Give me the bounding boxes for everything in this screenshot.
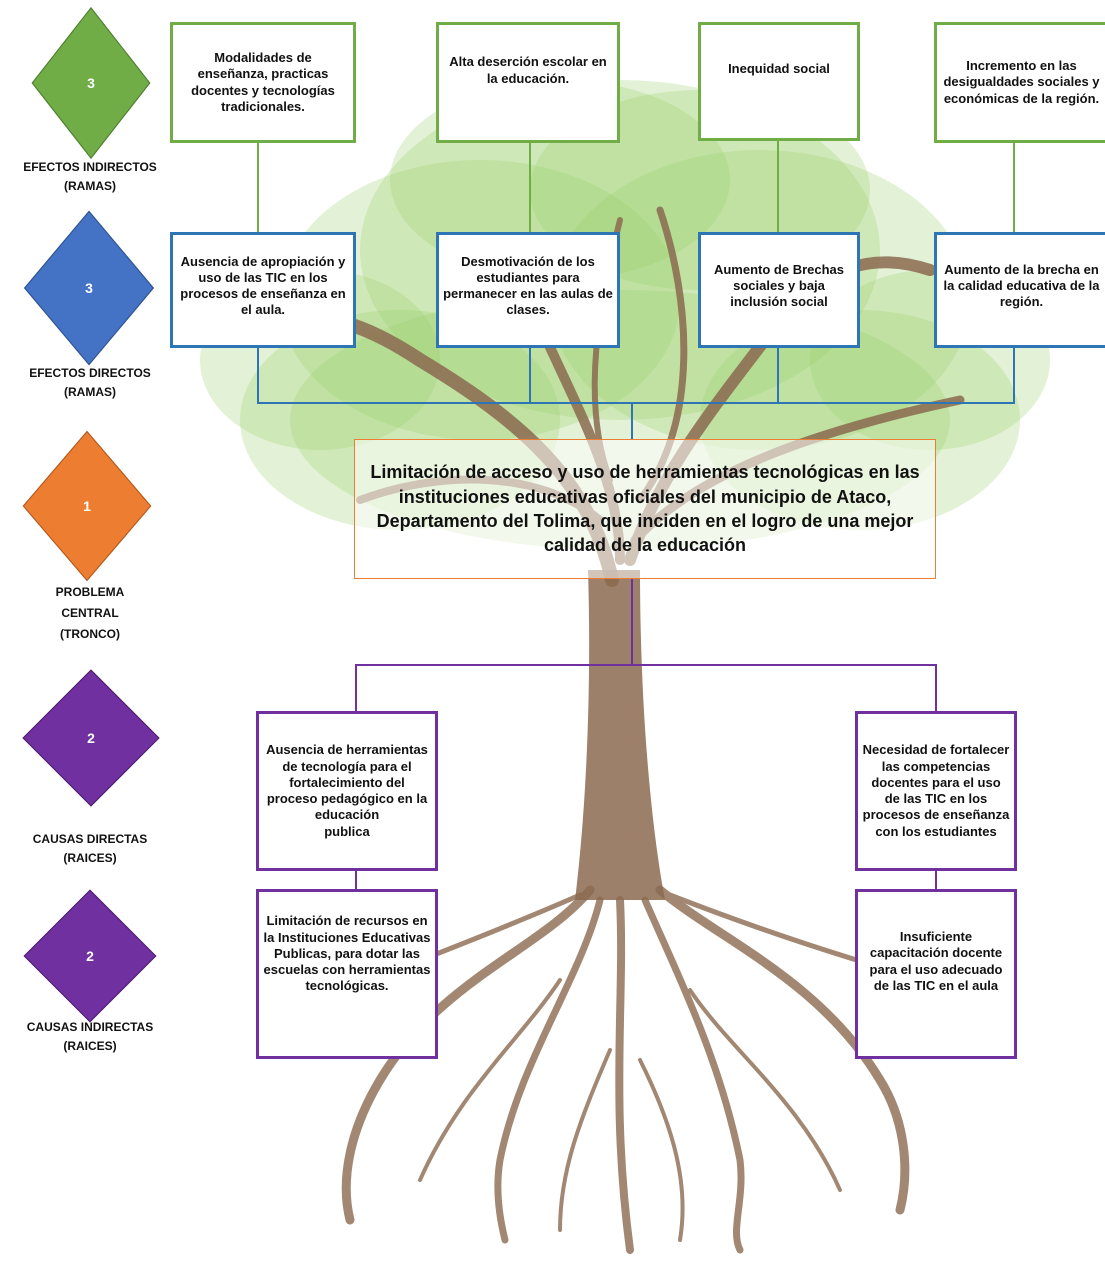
level-diamond-central-problem: 1: [22, 430, 152, 582]
level-label-direct-effects: EFECTOS DIRECTOS (RAMAS): [0, 364, 180, 401]
connector-purple-center: [631, 578, 633, 665]
label-line: (RAICES): [63, 850, 117, 865]
level-label-indirect-causes: CAUSAS INDIRECTAS (RAICES): [0, 1018, 180, 1055]
level-number: 3: [87, 75, 95, 91]
tree-root: [638, 1058, 685, 1242]
tree-root: [688, 988, 842, 1192]
connector-blue-1: [257, 347, 259, 403]
connector-blue-center: [631, 402, 633, 440]
level-diamond-direct-effects: 3: [23, 210, 155, 366]
central-problem-text: Limitación de acceso y uso de herramient…: [370, 462, 920, 556]
connector-green-1: [257, 142, 259, 232]
level-diamond-indirect-causes: 2: [23, 889, 157, 1023]
direct-cause-text: Ausencia de herramientas de tecnología p…: [263, 742, 431, 840]
label-line: CAUSAS INDIRECTAS: [26, 1020, 154, 1034]
connector-purple-left-lower: [355, 870, 357, 890]
direct-cause-text: Necesidad de fortalecer las competencias…: [862, 742, 1010, 839]
tree-root: [418, 978, 562, 1182]
connector-purple-right-lower: [935, 870, 937, 890]
connector-purple-horizontal: [355, 664, 937, 666]
central-problem-box: Limitación de acceso y uso de herramient…: [354, 439, 936, 579]
indirect-cause-text: Insuficiente capacitación docente para e…: [869, 929, 1003, 993]
connector-blue-2: [529, 347, 531, 403]
connector-blue-3: [777, 347, 779, 403]
label-line: (RAMAS): [64, 178, 116, 193]
connector-green-4: [1013, 142, 1015, 232]
level-diamond-indirect-effects: 3: [31, 6, 151, 160]
label-line: EFECTOS INDIRECTOS: [23, 160, 157, 174]
level-number: 2: [87, 730, 95, 746]
direct-effect-text: Desmotivación de los estudiantes para pe…: [443, 253, 613, 318]
direct-effect-text: Ausencia de apropiación y uso de las TIC…: [180, 253, 346, 318]
tree-root: [558, 1048, 612, 1232]
indirect-effect-box: Incremento en las desigualdades sociales…: [934, 22, 1105, 143]
tree-root: [615, 896, 634, 1254]
indirect-effect-box: Modalidades de enseñanza, practicas doce…: [170, 22, 356, 143]
direct-cause-box: Necesidad de fortalecer las competencias…: [855, 711, 1017, 871]
connector-blue-horizontal: [257, 402, 1015, 404]
direct-effect-box: Aumento de Brechas sociales y baja inclu…: [698, 232, 860, 348]
direct-effect-text: Aumento de Brechas sociales y baja inclu…: [713, 261, 845, 310]
tree-root: [494, 896, 604, 1244]
indirect-effect-box: Alta deserción escolar en la educación.: [436, 22, 620, 143]
label-line: EFECTOS DIRECTOS: [29, 366, 151, 380]
direct-cause-box: Ausencia de herramientas de tecnología p…: [256, 711, 438, 871]
connector-purple-left: [355, 664, 357, 712]
label-line: (TRONCO): [60, 627, 120, 641]
indirect-cause-text: Limitación de recursos en la Institucion…: [263, 913, 431, 994]
level-number: 1: [83, 498, 91, 514]
level-label-central-problem: PROBLEMA CENTRAL (TRONCO): [0, 582, 180, 645]
level-label-indirect-effects: EFECTOS INDIRECTOS (RAMAS): [0, 158, 180, 195]
tree-trunk: [575, 570, 665, 900]
label-line: (RAICES): [63, 1038, 117, 1053]
connector-blue-4: [1013, 347, 1015, 403]
direct-effect-text: Aumento de la brecha en la calidad educa…: [943, 261, 1100, 310]
label-line: PROBLEMA: [55, 585, 125, 599]
connector-green-2: [529, 142, 531, 232]
label-line: CAUSAS DIRECTAS: [32, 832, 148, 846]
indirect-effect-text: Inequidad social: [728, 61, 830, 77]
level-diamond-direct-causes: 2: [22, 669, 160, 807]
indirect-effect-text: Incremento en las desigualdades sociales…: [943, 58, 1100, 106]
tree-root: [641, 896, 745, 1254]
direct-effect-box: Aumento de la brecha en la calidad educa…: [934, 232, 1105, 348]
indirect-effect-box: Inequidad social: [698, 22, 860, 141]
direct-cause-line: publica: [324, 823, 370, 839]
connector-green-3: [777, 140, 779, 232]
indirect-effect-text: Alta deserción escolar en la educación.: [449, 54, 607, 86]
indirect-cause-box: Insuficiente capacitación docente para e…: [855, 889, 1017, 1059]
connector-purple-right: [935, 664, 937, 712]
direct-cause-line: Ausencia de herramientas de tecnología p…: [266, 742, 428, 823]
indirect-effect-text: Modalidades de enseñanza, practicas doce…: [191, 50, 335, 114]
direct-effect-box: Desmotivación de los estudiantes para pe…: [436, 232, 620, 348]
label-line: CENTRAL: [61, 606, 119, 620]
label-line: (RAMAS): [64, 384, 116, 399]
level-number: 3: [85, 280, 93, 296]
level-number: 2: [86, 948, 94, 964]
direct-effect-box: Ausencia de apropiación y uso de las TIC…: [170, 232, 356, 348]
indirect-cause-box: Limitación de recursos en la Institucion…: [256, 889, 438, 1059]
level-label-direct-causes: CAUSAS DIRECTAS (RAICES): [0, 830, 180, 867]
